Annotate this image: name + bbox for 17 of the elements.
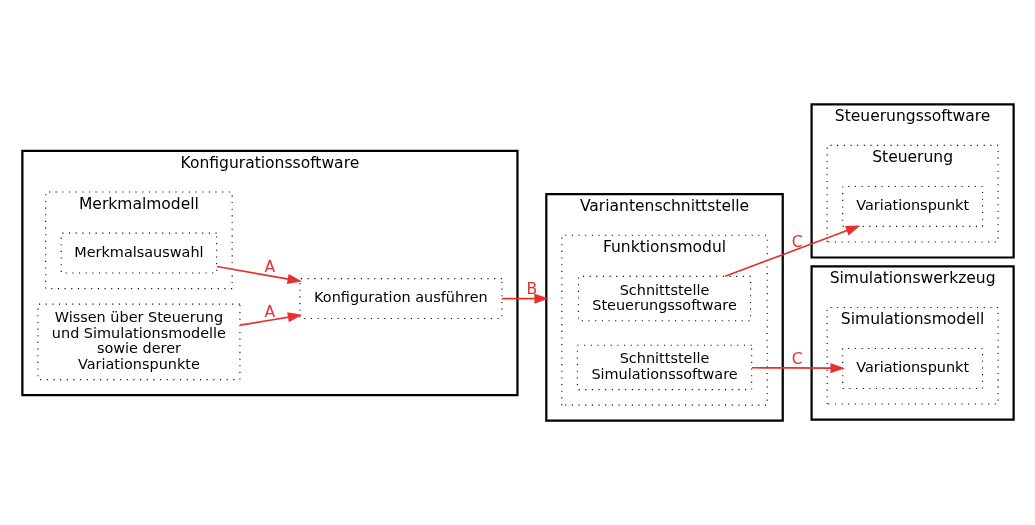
edge-label: B (526, 280, 537, 299)
node-box: Variationspunkt (841, 347, 983, 390)
node-box: Wissen über Steuerung und Simulationsmodelle sowie derer Variationspunkte (36, 303, 240, 381)
edge-label: A (264, 258, 275, 277)
edge-label: C (791, 232, 803, 251)
arrow (750, 363, 845, 374)
arrow (238, 312, 302, 327)
arrow (723, 225, 860, 278)
edge-label: A (264, 302, 275, 321)
node-box: Variationspunkt (841, 185, 983, 227)
arrow (500, 293, 549, 304)
node-box: Merkmalsauswahl (60, 232, 217, 274)
node-box: Schnittstelle Simulationssoftware (576, 344, 752, 391)
node-box: Konfiguration ausführen (298, 278, 502, 320)
arrow (215, 265, 302, 284)
node-box: Schnittstelle Steuerungssoftware (577, 275, 751, 322)
edge-label: C (791, 350, 803, 369)
